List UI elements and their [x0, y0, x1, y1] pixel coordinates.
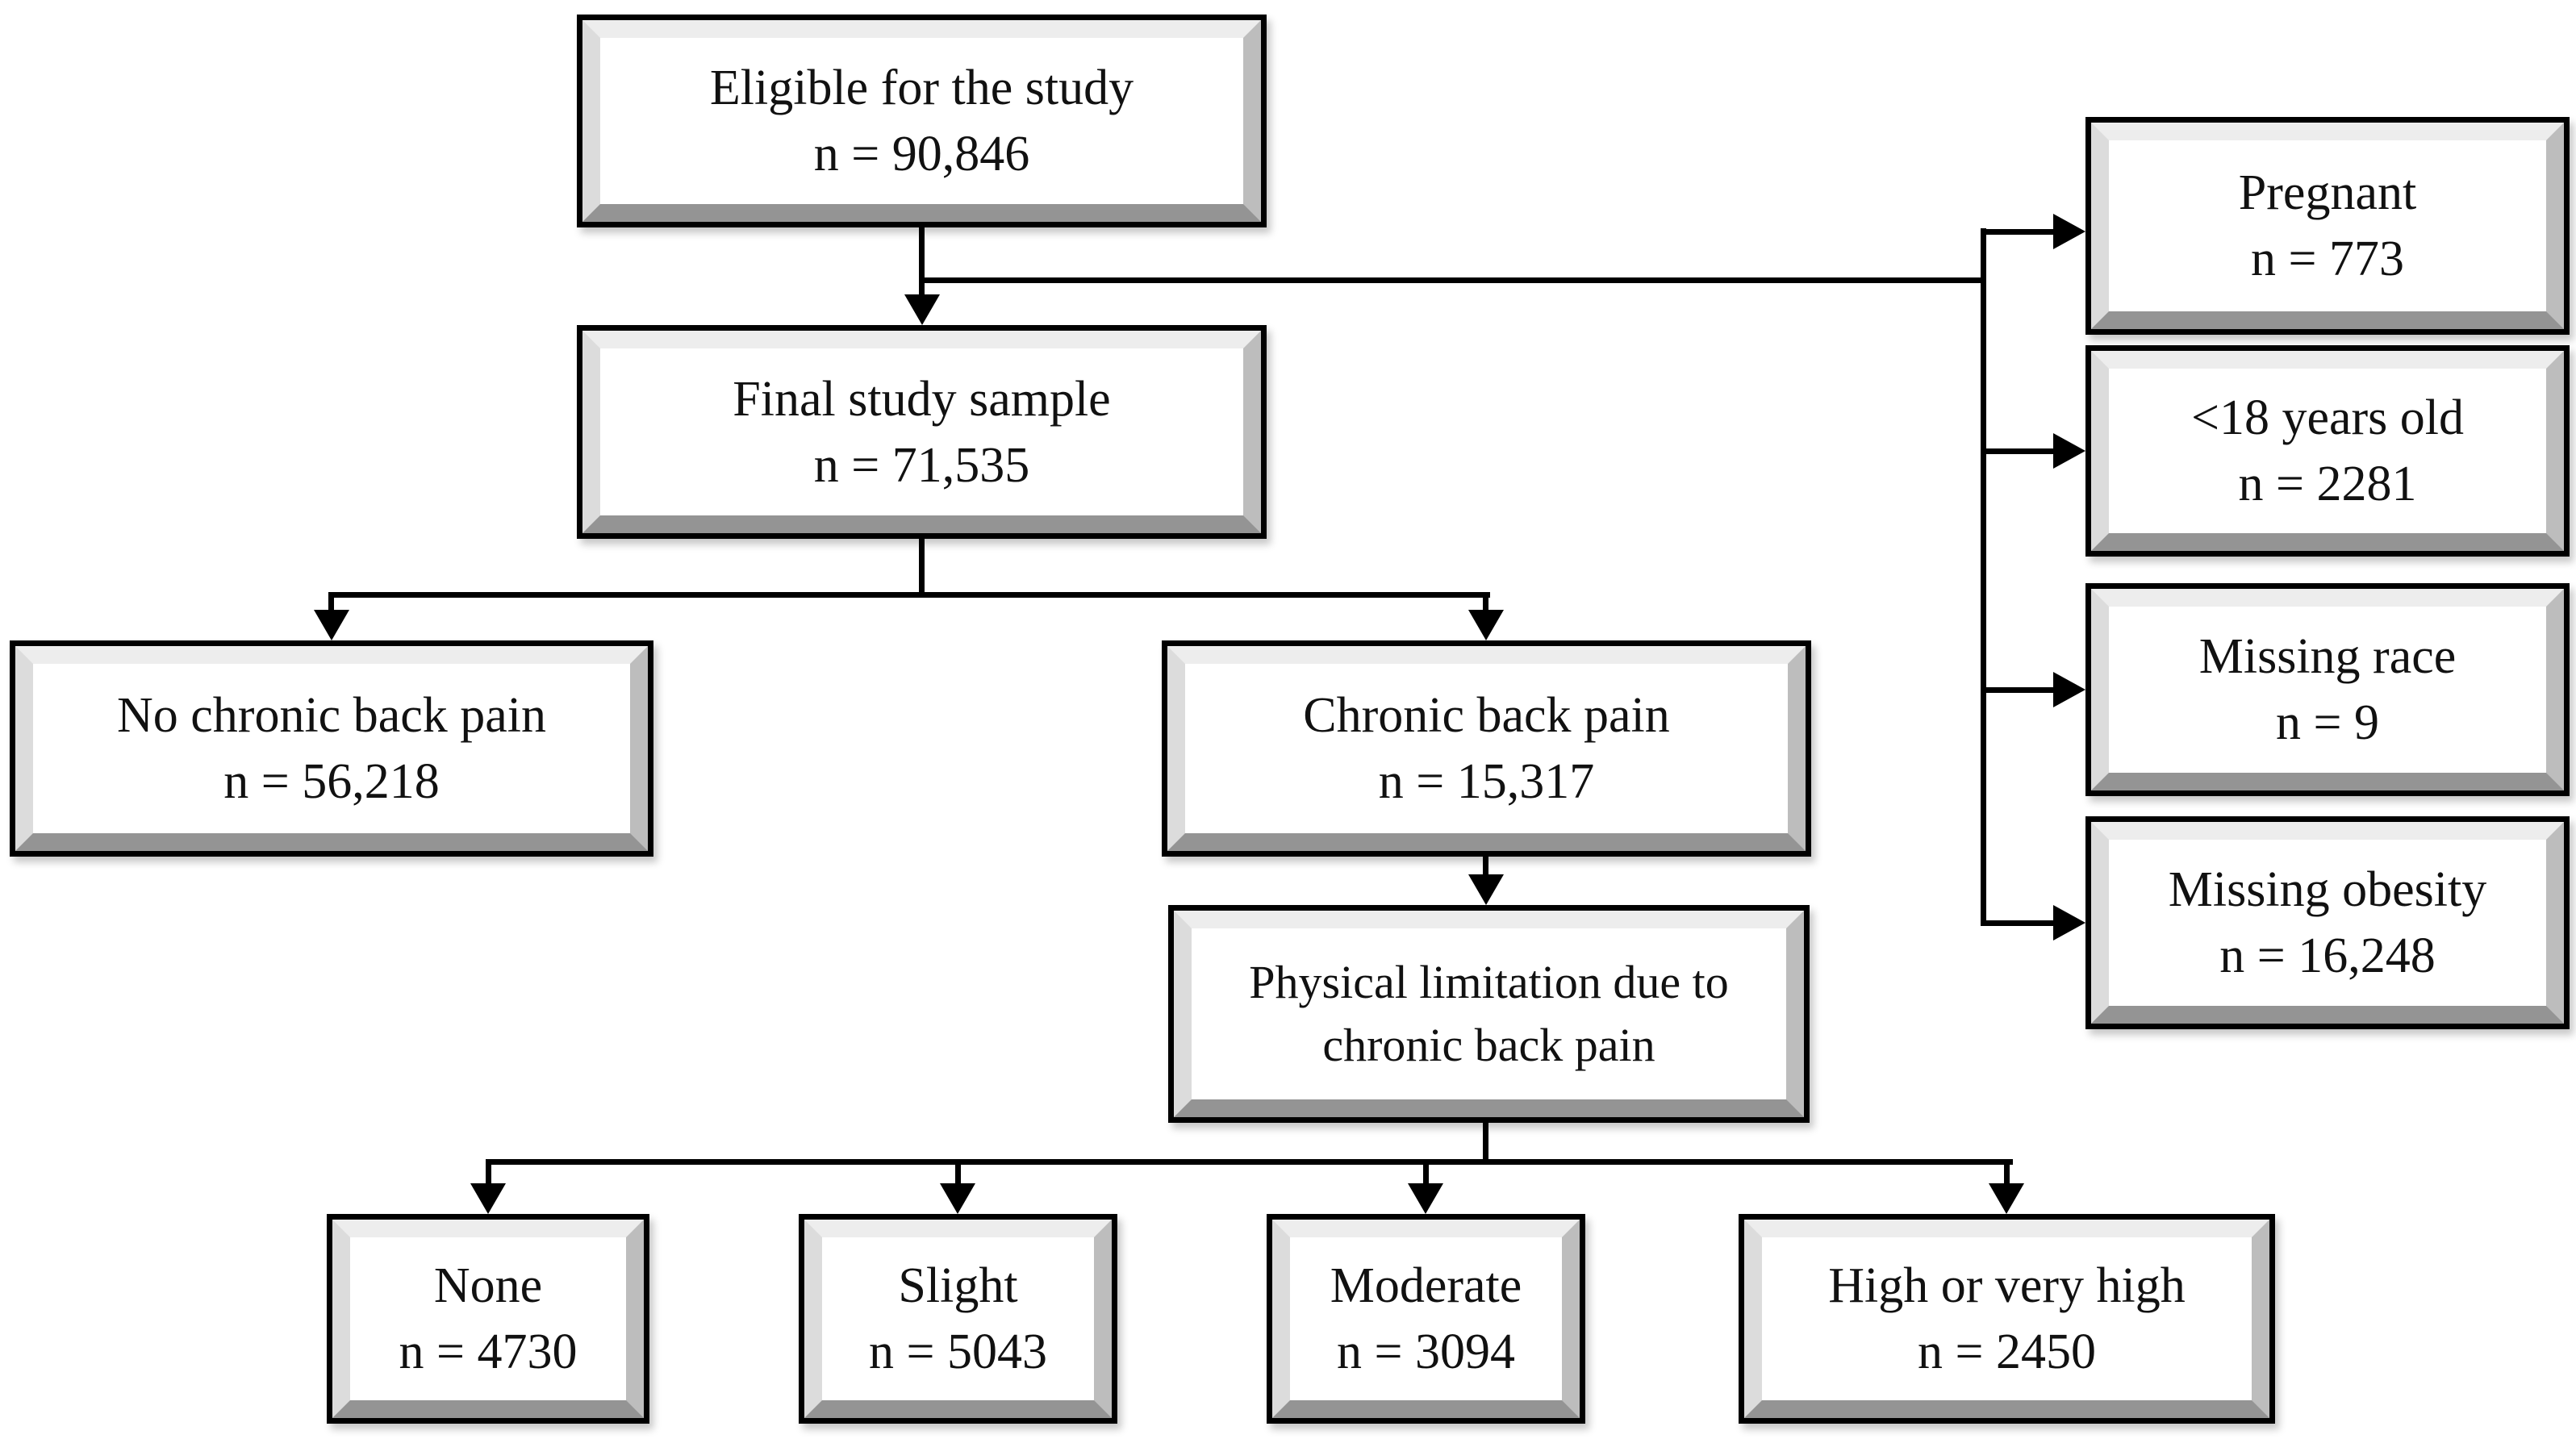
- node-cbp-count: n = 15,317: [1378, 754, 1595, 809]
- edge-eligible-final-arrowhead: [904, 294, 940, 325]
- edge-to-missing-race-line: [1982, 687, 2057, 693]
- node-no-cbp-count: n = 56,218: [223, 754, 440, 809]
- edge-physical-fan-line: [486, 1159, 2013, 1165]
- edge-to-high-arrowhead: [1989, 1183, 2024, 1214]
- node-limitation-none: None n = 4730: [327, 1214, 649, 1424]
- edge-to-no-cbp-arrowhead: [314, 610, 349, 640]
- node-final-label: Final study sample: [733, 371, 1111, 427]
- node-eligible: Eligible for the study n = 90,846: [577, 15, 1267, 227]
- node-physical-label-line2: chronic back pain: [1322, 1019, 1655, 1071]
- node-missing-obesity-label: Missing obesity: [2168, 862, 2487, 917]
- node-high-count: n = 2450: [1918, 1324, 2096, 1379]
- node-no-chronic-back-pain: No chronic back pain n = 56,218: [10, 640, 653, 857]
- edge-to-missing-obesity-arrowhead: [2053, 905, 2085, 941]
- edge-physical-fan-stem-line: [1483, 1123, 1488, 1165]
- node-limitation-moderate: Moderate n = 3094: [1267, 1214, 1585, 1424]
- edge-final-split-line: [328, 592, 1490, 598]
- node-missing-obesity: Missing obesity n = 16,248: [2085, 816, 2570, 1029]
- edge-to-moderate-line: [1423, 1159, 1429, 1183]
- node-high-label: High or very high: [1828, 1258, 2186, 1313]
- node-cbp-label: Chronic back pain: [1303, 688, 1670, 743]
- node-moderate-label: Moderate: [1330, 1258, 1522, 1313]
- edge-cbp-physical-line: [1483, 857, 1488, 878]
- node-missing-obesity-count: n = 16,248: [2219, 928, 2436, 983]
- edge-to-no-cbp-line: [328, 592, 334, 615]
- edge-to-missing-race-arrowhead: [2053, 672, 2085, 707]
- edge-to-none-line: [486, 1159, 491, 1183]
- node-none-label: None: [433, 1258, 543, 1313]
- node-slight-label: Slight: [898, 1258, 1018, 1313]
- node-no-cbp-label: No chronic back pain: [117, 688, 546, 743]
- edge-cbp-physical-arrowhead: [1468, 874, 1504, 905]
- node-moderate-count: n = 3094: [1337, 1324, 1515, 1379]
- edge-to-none-arrowhead: [470, 1183, 506, 1214]
- node-none-count: n = 4730: [399, 1324, 578, 1379]
- edge-final-split-stem-line: [919, 539, 925, 598]
- node-final-count: n = 71,535: [813, 437, 1030, 493]
- edge-to-missing-obesity-line: [1982, 920, 2057, 926]
- edge-to-cbp-arrowhead: [1468, 610, 1504, 640]
- node-chronic-back-pain: Chronic back pain n = 15,317: [1162, 640, 1811, 857]
- node-physical-label-line1: Physical limitation due to: [1249, 956, 1729, 1008]
- node-final-study-sample: Final study sample n = 71,535: [577, 325, 1267, 539]
- edge-to-pregnant-arrowhead: [2053, 214, 2085, 249]
- node-pregnant-count: n = 773: [2251, 231, 2404, 286]
- edge-to-slight-arrowhead: [940, 1183, 975, 1214]
- node-physical-limitation: Physical limitation due to chronic back …: [1168, 905, 1810, 1123]
- edge-to-under-18-line: [1982, 448, 2057, 454]
- node-slight-count: n = 5043: [869, 1324, 1047, 1379]
- node-eligible-label: Eligible for the study: [709, 60, 1134, 115]
- edge-to-slight-line: [955, 1159, 961, 1183]
- node-limitation-high: High or very high n = 2450: [1739, 1214, 2275, 1424]
- edge-to-under-18-arrowhead: [2053, 433, 2085, 469]
- edge-eligible-final-line: [919, 227, 925, 300]
- edge-to-moderate-arrowhead: [1408, 1183, 1443, 1214]
- node-eligible-count: n = 90,846: [813, 127, 1030, 181]
- node-pregnant-label: Pregnant: [2238, 165, 2417, 220]
- edge-to-pregnant-line: [1982, 229, 2057, 235]
- node-pregnant: Pregnant n = 773: [2085, 117, 2570, 335]
- node-under-18: <18 years old n = 2281: [2085, 345, 2570, 557]
- node-under-18-count: n = 2281: [2238, 457, 2417, 511]
- node-limitation-slight: Slight n = 5043: [799, 1214, 1117, 1424]
- edge-to-cbp-line: [1483, 592, 1488, 615]
- edge-exclusions-rail-line: [1981, 228, 1986, 926]
- node-missing-race-count: n = 9: [2276, 695, 2379, 750]
- node-under-18-label: <18 years old: [2190, 390, 2464, 445]
- edge-to-high-line: [2004, 1159, 2010, 1183]
- node-missing-race: Missing race n = 9: [2085, 583, 2570, 796]
- edge-exclusions-branch-line: [921, 277, 1986, 283]
- node-missing-race-label: Missing race: [2198, 629, 2457, 684]
